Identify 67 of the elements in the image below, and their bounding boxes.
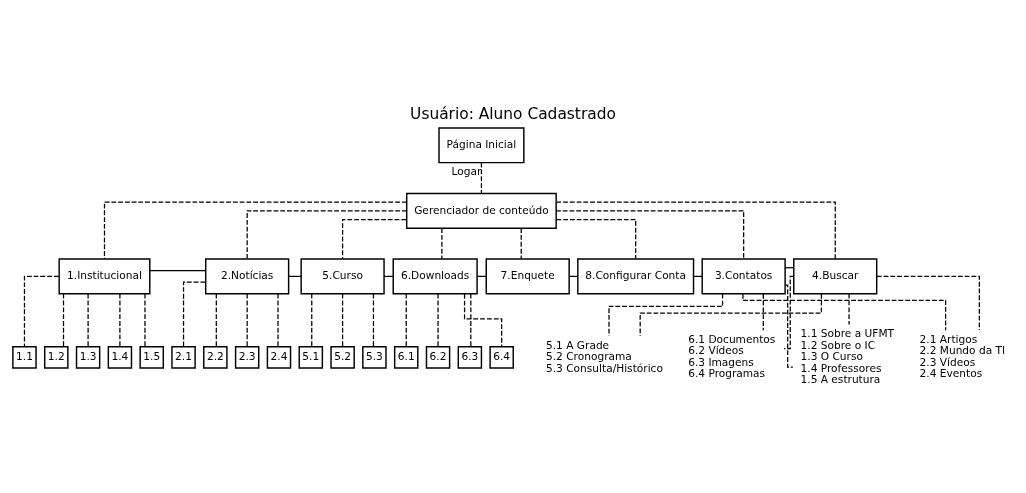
connector bbox=[639, 293, 823, 337]
connector bbox=[742, 293, 947, 331]
connector bbox=[246, 293, 248, 348]
connector bbox=[144, 293, 146, 348]
connector bbox=[119, 293, 121, 348]
node-box: 2.2 bbox=[203, 346, 228, 369]
node-box: 1.3 bbox=[75, 346, 101, 369]
connector bbox=[215, 293, 217, 348]
diagram-title: Usuário: Aluno Cadastrado bbox=[410, 105, 616, 124]
node-text: 2.1 Artigos 2.2 Mundo da TI 2.3 Vídeos 2.4 Eventos bbox=[919, 332, 1006, 380]
connector bbox=[555, 210, 745, 260]
connector bbox=[762, 293, 764, 331]
connector bbox=[876, 275, 980, 331]
node-box: 2.4 bbox=[266, 346, 292, 369]
node-box: 1.1 bbox=[12, 346, 37, 369]
node-box: 8.Configurar Conta bbox=[577, 258, 695, 295]
connector bbox=[341, 218, 407, 260]
node-box: Página Inicial bbox=[438, 127, 525, 164]
connector bbox=[480, 162, 483, 194]
connector bbox=[23, 275, 60, 348]
connector bbox=[87, 293, 89, 348]
node-box: 1.2 bbox=[44, 346, 69, 369]
connector bbox=[555, 218, 637, 260]
node-box: 7.Enquete bbox=[485, 258, 570, 295]
node-box: 5.3 bbox=[362, 346, 387, 369]
node-box: 6.Downloads bbox=[392, 258, 478, 295]
connector bbox=[437, 293, 439, 348]
connector bbox=[783, 275, 795, 350]
connector bbox=[372, 293, 375, 348]
connector bbox=[848, 293, 850, 326]
edge-label: Logar bbox=[451, 164, 482, 177]
node-box: 2.3 bbox=[234, 346, 260, 369]
connector bbox=[470, 293, 472, 348]
connector bbox=[520, 227, 522, 260]
connector bbox=[441, 227, 443, 260]
connector bbox=[784, 284, 794, 368]
node-box: 1.5 bbox=[139, 346, 164, 369]
connector bbox=[405, 293, 407, 348]
connector bbox=[608, 293, 724, 337]
node-box: 2.Notícias bbox=[205, 258, 290, 295]
connector bbox=[463, 293, 503, 348]
connector bbox=[149, 269, 207, 272]
node-box: 5.Curso bbox=[300, 258, 385, 295]
connector bbox=[103, 201, 408, 260]
connector bbox=[568, 275, 579, 277]
connector bbox=[62, 293, 65, 348]
node-box: 6.2 bbox=[425, 346, 451, 369]
node-box: 6.1 bbox=[393, 346, 419, 369]
node-text: 1.1 Sobre a UFMT 1.2 Sobre o IC 1.3 O Curso 1.4 Professores 1.5 A estrutura bbox=[800, 326, 895, 386]
node-box: 5.2 bbox=[330, 346, 355, 369]
node-text: 5.1 A Grade 5.2 Cronograma 5.3 Consulta/Histórico bbox=[546, 338, 663, 374]
connector bbox=[182, 281, 207, 348]
connector bbox=[246, 210, 408, 260]
connector bbox=[311, 293, 313, 348]
connector bbox=[341, 293, 344, 348]
connector bbox=[277, 293, 279, 348]
connector bbox=[555, 201, 836, 260]
node-box: 4.Buscar bbox=[793, 258, 878, 295]
node-box: 5.1 bbox=[298, 346, 324, 369]
node-box: 1.4 bbox=[107, 346, 133, 369]
node-box: 1.Institucional bbox=[58, 258, 151, 295]
node-box: 3.Contatos bbox=[701, 258, 786, 295]
node-box: 6.3 bbox=[457, 346, 483, 369]
node-box: 6.4 bbox=[489, 346, 514, 369]
node-text: 6.1 Documentos 6.2 Vídeos 6.3 Imagens 6.4 Programas bbox=[688, 332, 776, 380]
node-box: 2.1 bbox=[171, 346, 196, 369]
node-box: Gerenciador de conteúdo bbox=[406, 192, 557, 229]
